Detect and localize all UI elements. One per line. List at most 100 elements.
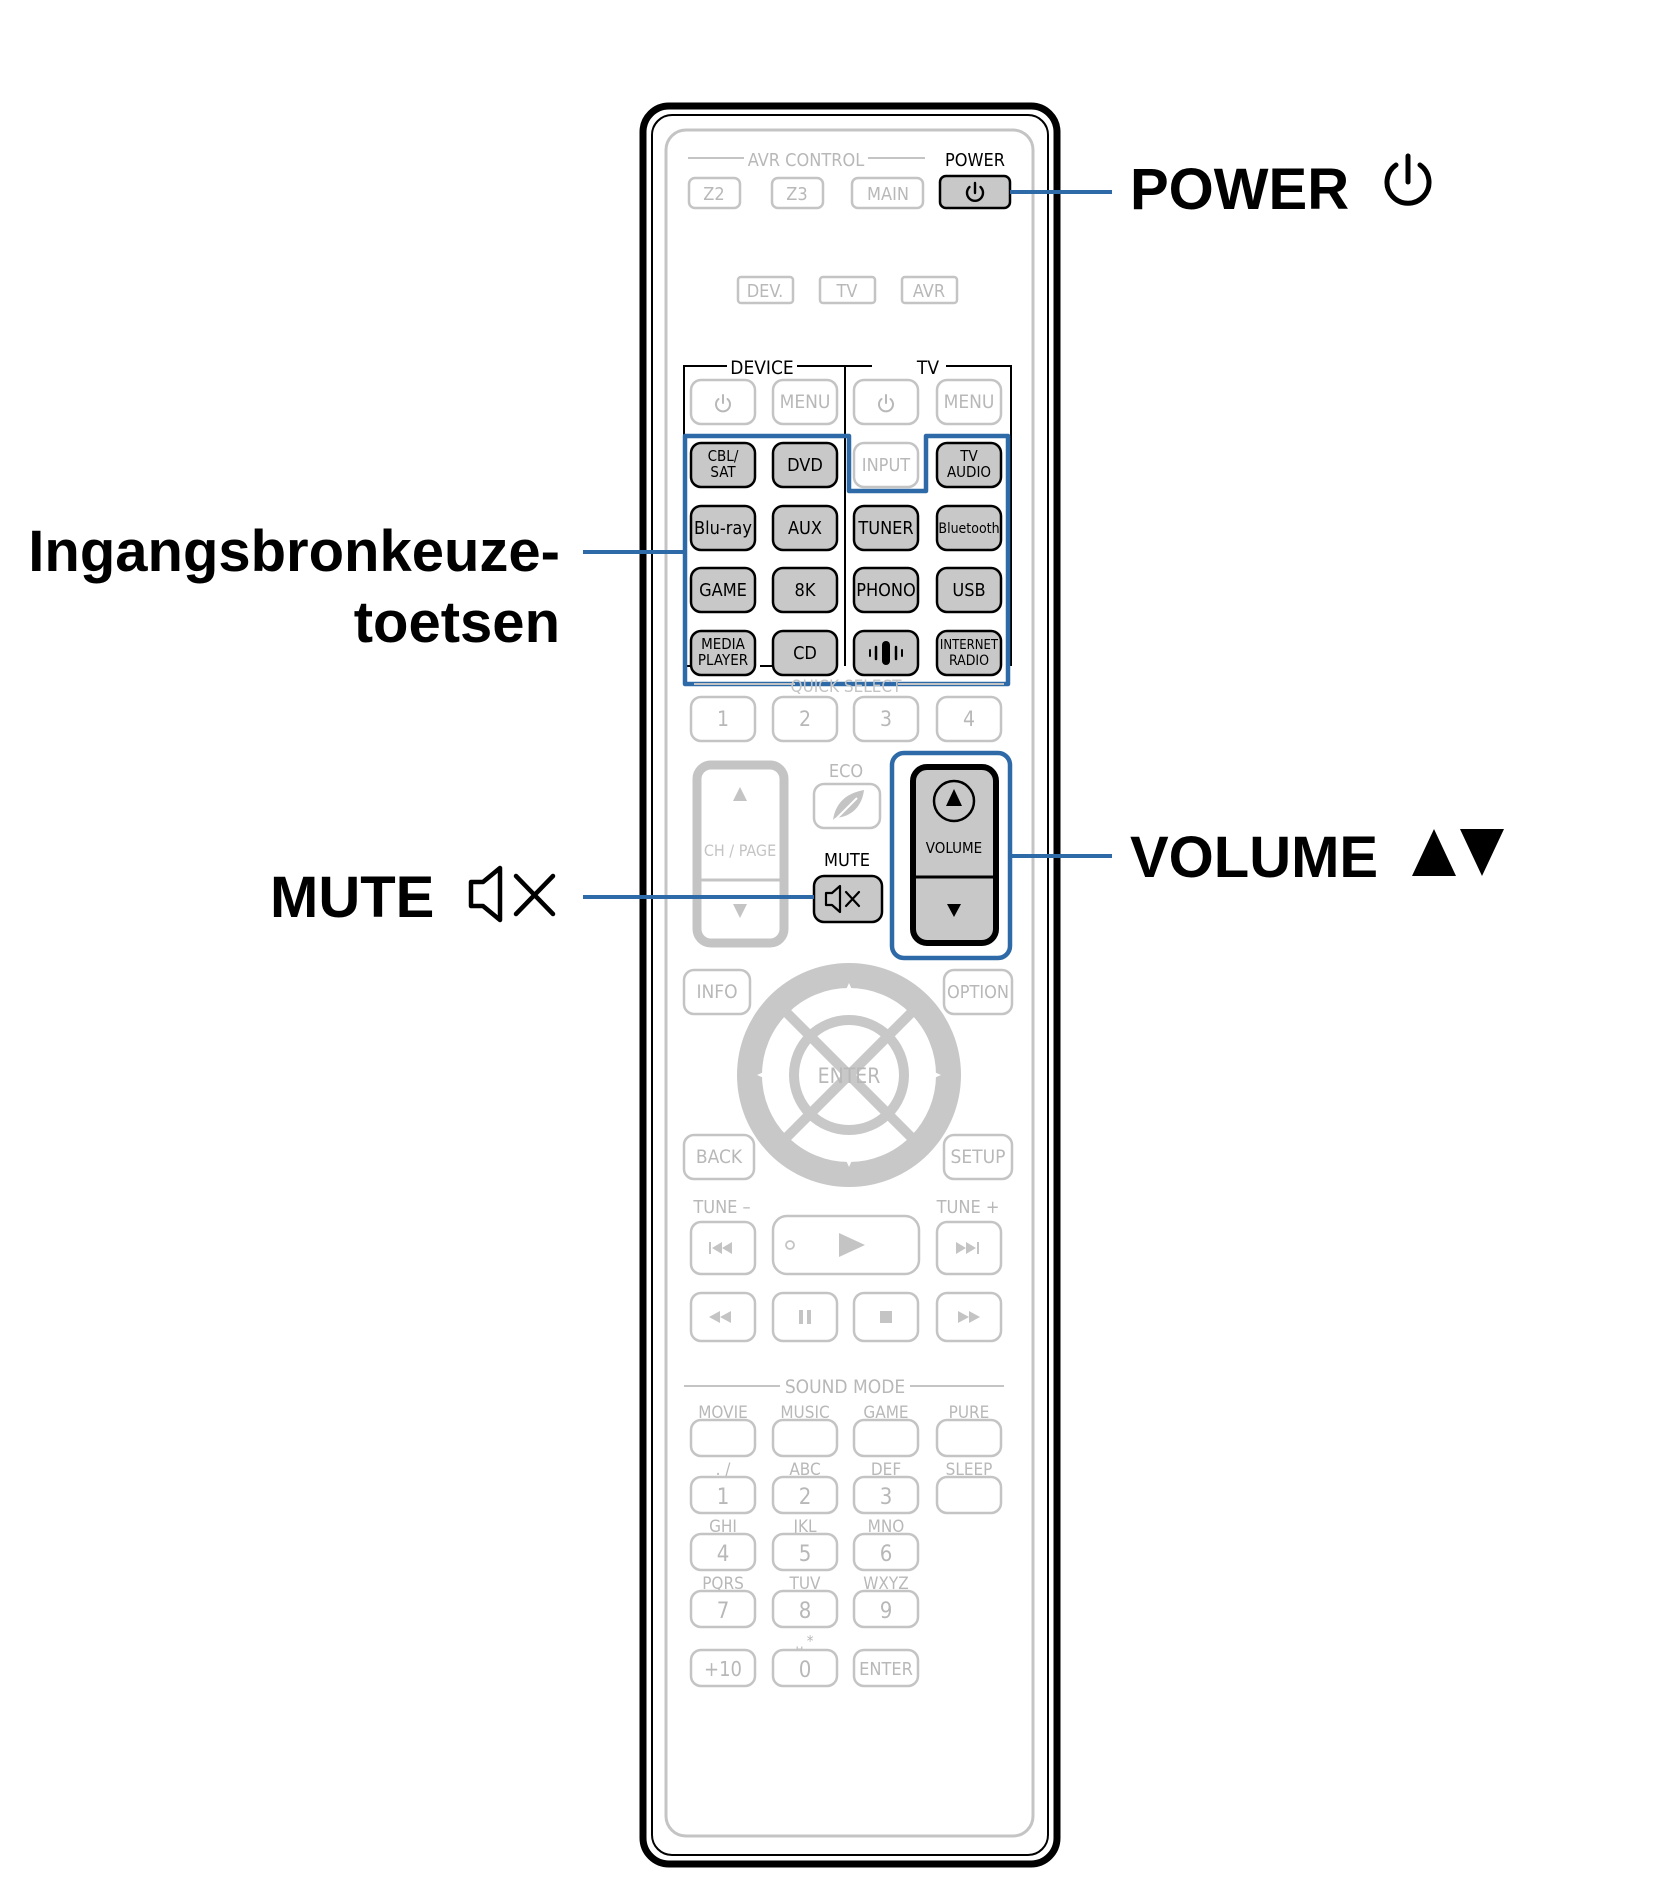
- keypad-enter-button[interactable]: ENTER: [852, 1648, 920, 1688]
- heos-button[interactable]: [852, 629, 920, 677]
- tv-section-label: TV: [916, 357, 939, 379]
- bluray-button[interactable]: Blu-ray: [689, 504, 757, 552]
- usb-button[interactable]: USB: [935, 566, 1003, 614]
- mute-button[interactable]: [812, 874, 884, 924]
- key-1-button[interactable]: 1: [689, 1475, 757, 1515]
- avr-mode-button[interactable]: AVR: [900, 275, 959, 305]
- z3-button[interactable]: Z3: [770, 176, 825, 210]
- stop-button[interactable]: [852, 1291, 920, 1343]
- tuner-label: TUNER: [857, 518, 913, 539]
- input-button[interactable]: INPUT: [852, 441, 920, 489]
- quick-select-row: QUICK SELECT 1 2 3 4: [689, 677, 1004, 743]
- key-8-sub: TUV: [789, 1574, 822, 1594]
- key-5-label: 5: [799, 1542, 812, 1567]
- tv-audio-label-2: AUDIO: [947, 463, 991, 481]
- key-4-button[interactable]: 4: [689, 1532, 757, 1572]
- numeric-keypad: . / 1 ABC 2 DEF 3 SLEEP GHI 4 JKL 5 MNO …: [689, 1460, 1003, 1688]
- key-0-button[interactable]: 0: [771, 1648, 839, 1688]
- sleep-button[interactable]: [935, 1475, 1003, 1515]
- fast-forward-button[interactable]: [935, 1291, 1003, 1343]
- info-button[interactable]: INFO: [682, 968, 752, 1016]
- device-power-button[interactable]: [689, 378, 757, 426]
- cd-button[interactable]: CD: [771, 629, 839, 677]
- sound-mode-buttons: MOVIE MUSIC GAME PURE: [689, 1403, 1003, 1458]
- game-mode-button[interactable]: [852, 1418, 920, 1458]
- key-7-button[interactable]: 7: [689, 1589, 757, 1629]
- rewind-button[interactable]: [689, 1291, 757, 1343]
- sleep-label: SLEEP: [946, 1460, 993, 1480]
- cbl-sat-button[interactable]: CBL/ SAT: [689, 441, 757, 489]
- pure-button[interactable]: [935, 1418, 1003, 1458]
- tune-plus-label: TUNE +: [936, 1197, 1000, 1218]
- key-5-sub: JKL: [792, 1517, 817, 1537]
- key-3-button[interactable]: 3: [852, 1475, 920, 1515]
- avr-mode-label: AVR: [913, 281, 945, 302]
- media-player-button[interactable]: MEDIA PLAYER: [689, 629, 757, 677]
- music-button[interactable]: [771, 1418, 839, 1458]
- quick-select-3-button[interactable]: 3: [852, 695, 920, 743]
- internet-radio-button[interactable]: INTERNET RADIO: [935, 629, 1003, 677]
- z2-label: Z2: [703, 184, 724, 205]
- music-label: MUSIC: [780, 1403, 829, 1423]
- eco-label: ECO: [829, 761, 863, 782]
- z3-label: Z3: [786, 184, 807, 205]
- power-icon: [965, 181, 985, 202]
- sound-mode-label: SOUND MODE: [785, 1376, 905, 1398]
- tuner-button[interactable]: TUNER: [852, 504, 920, 552]
- device-menu-button[interactable]: MENU: [771, 378, 839, 426]
- skip-back-button[interactable]: [689, 1220, 757, 1276]
- tv-power-button[interactable]: [852, 378, 920, 426]
- volume-rocker[interactable]: VOLUME: [910, 764, 999, 946]
- play-button[interactable]: [771, 1214, 921, 1276]
- leader-lines: [583, 190, 1112, 899]
- key-8-button[interactable]: 8: [771, 1589, 839, 1629]
- phono-button[interactable]: PHONO: [852, 566, 920, 614]
- mute-callout-label: MUTE: [270, 865, 434, 930]
- key-9-button[interactable]: 9: [852, 1589, 920, 1629]
- key-5-button[interactable]: 5: [771, 1532, 839, 1572]
- power-button[interactable]: [938, 174, 1012, 210]
- cbl-sat-label-1: CBL/: [708, 447, 739, 465]
- setup-button[interactable]: SETUP: [942, 1133, 1014, 1181]
- tv-mode-button[interactable]: TV: [818, 275, 877, 305]
- eco-button[interactable]: [812, 782, 882, 830]
- movie-button[interactable]: [689, 1418, 757, 1458]
- volume-down-icon: [947, 904, 961, 917]
- plus10-button[interactable]: +10: [689, 1648, 757, 1688]
- key-6-button[interactable]: 6: [852, 1532, 920, 1572]
- fast-forward-icon: [958, 1311, 980, 1323]
- back-button[interactable]: BACK: [682, 1133, 756, 1181]
- quick-select-4-button[interactable]: 4: [935, 695, 1003, 743]
- bluetooth-button[interactable]: Bluetooth: [935, 504, 1003, 552]
- key-9-label: 9: [880, 1599, 893, 1624]
- tv-audio-button[interactable]: TV AUDIO: [935, 441, 1003, 489]
- quick-select-1-button[interactable]: 1: [689, 695, 757, 743]
- plus10-label: +10: [704, 1657, 742, 1681]
- game-button[interactable]: GAME: [689, 566, 757, 614]
- key-9-sub: WXYZ: [863, 1574, 908, 1594]
- option-button[interactable]: OPTION: [942, 968, 1014, 1016]
- dvd-button[interactable]: DVD: [771, 441, 839, 489]
- tv-mode-label: TV: [836, 281, 858, 302]
- input-source-buttons: CBL/ SAT DVD INPUT TV AUDIO Blu-ray AUX …: [689, 441, 1003, 677]
- game-label: GAME: [699, 580, 747, 601]
- dpad[interactable]: ENTER: [737, 963, 961, 1187]
- z2-button[interactable]: Z2: [687, 176, 742, 210]
- quick-select-2-button[interactable]: 2: [771, 695, 839, 743]
- dpad-left-icon: [757, 1067, 775, 1083]
- aux-button[interactable]: AUX: [771, 504, 839, 552]
- pause-button[interactable]: [771, 1291, 839, 1343]
- bluray-label: Blu-ray: [694, 518, 752, 539]
- tv-menu-button[interactable]: MENU: [935, 378, 1003, 426]
- dev-mode-button[interactable]: DEV.: [736, 275, 795, 305]
- tv-menu-label: MENU: [944, 391, 995, 413]
- 8k-button[interactable]: 8K: [771, 566, 839, 614]
- main-button[interactable]: MAIN: [850, 176, 925, 210]
- option-label: OPTION: [947, 982, 1009, 1003]
- volume-button-label: VOLUME: [926, 839, 982, 857]
- up-triangle-icon: [1412, 829, 1456, 876]
- ch-page-rocker[interactable]: CH / PAGE: [692, 760, 789, 948]
- key-2-button[interactable]: 2: [771, 1475, 839, 1515]
- key-2-sub: ABC: [789, 1460, 820, 1480]
- skip-forward-button[interactable]: [935, 1220, 1003, 1276]
